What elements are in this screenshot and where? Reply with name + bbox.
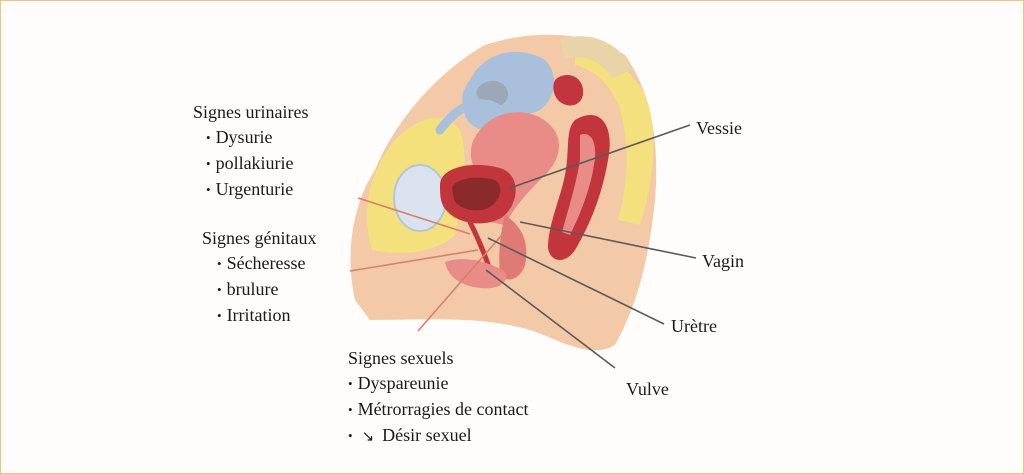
list-item: Dysurie	[193, 125, 308, 151]
pubic-bone	[393, 164, 447, 232]
rectum-inner	[562, 134, 596, 235]
down-right-arrow-icon: ↘	[361, 427, 375, 445]
label-vessie: Vessie	[696, 118, 742, 138]
label-vulve: Vulve	[626, 379, 669, 399]
group-title: Signes sexuels	[348, 348, 454, 368]
label-uretre: Urètre	[671, 316, 717, 336]
leader-sexuels	[417, 227, 509, 332]
list-item: Dyspareunie	[348, 371, 528, 397]
leader-urinaires	[357, 197, 471, 235]
list-item: pollakiurie	[193, 151, 308, 177]
leader-vagin	[519, 221, 697, 259]
leader-genitaux	[349, 249, 479, 272]
vulva	[445, 259, 507, 289]
list-item: Irritation	[202, 303, 317, 329]
group-title: Signes urinaires	[193, 102, 309, 122]
bladder-inner	[452, 177, 501, 211]
sacrum	[575, 54, 654, 226]
list-item: Métrorragies de contact	[348, 397, 529, 423]
label-vagin: Vagin	[702, 251, 744, 271]
intestines	[462, 51, 555, 131]
list-item: ↘ Désir sexuel	[348, 423, 528, 449]
colon-loop	[553, 75, 584, 106]
list-item: brulure	[202, 277, 317, 303]
group-signes-genitaux: Signes génitaux Sécheresse brulure Irrit…	[202, 226, 317, 329]
leader-vessie	[509, 124, 691, 189]
leader-vulve	[485, 269, 616, 369]
vertebra	[560, 36, 632, 78]
group-signes-urinaires: Signes urinaires Dysurie pollakiurie Urg…	[193, 100, 308, 203]
leader-uretre	[487, 237, 665, 325]
list-item: Sécheresse	[202, 251, 317, 277]
group-title: Signes génitaux	[202, 228, 317, 248]
group-signes-sexuels: Signes sexuels Dyspareunie Métrorragies …	[348, 346, 528, 449]
list-item: Urgenturie	[193, 177, 308, 203]
list-item-text: Désir sexuel	[382, 425, 472, 445]
